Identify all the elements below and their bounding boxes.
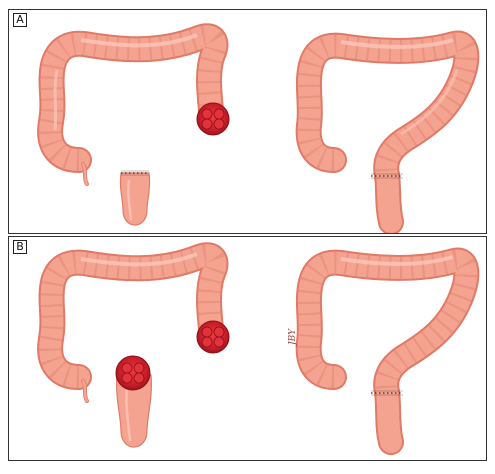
rectal-stump-a (119, 170, 151, 226)
anastomosis-result-b (295, 247, 480, 455)
panel-a-illustration (37, 23, 480, 233)
anastomosis-result-a (295, 30, 480, 233)
colon-with-tumor-a (37, 23, 230, 186)
tumor-b-stump (115, 355, 151, 391)
rectal-stump-b (115, 355, 153, 448)
tumor-a (196, 102, 230, 136)
panel-a: A (8, 9, 487, 234)
tumor-b-proximal (196, 320, 230, 354)
panel-b-illustration (37, 242, 480, 455)
panel-b: B (8, 236, 487, 461)
panel-label-b: B (13, 240, 27, 254)
colon-with-tumor-b (37, 242, 230, 403)
panel-label-a: A (13, 13, 27, 27)
artist-signature: JBY (288, 328, 298, 345)
